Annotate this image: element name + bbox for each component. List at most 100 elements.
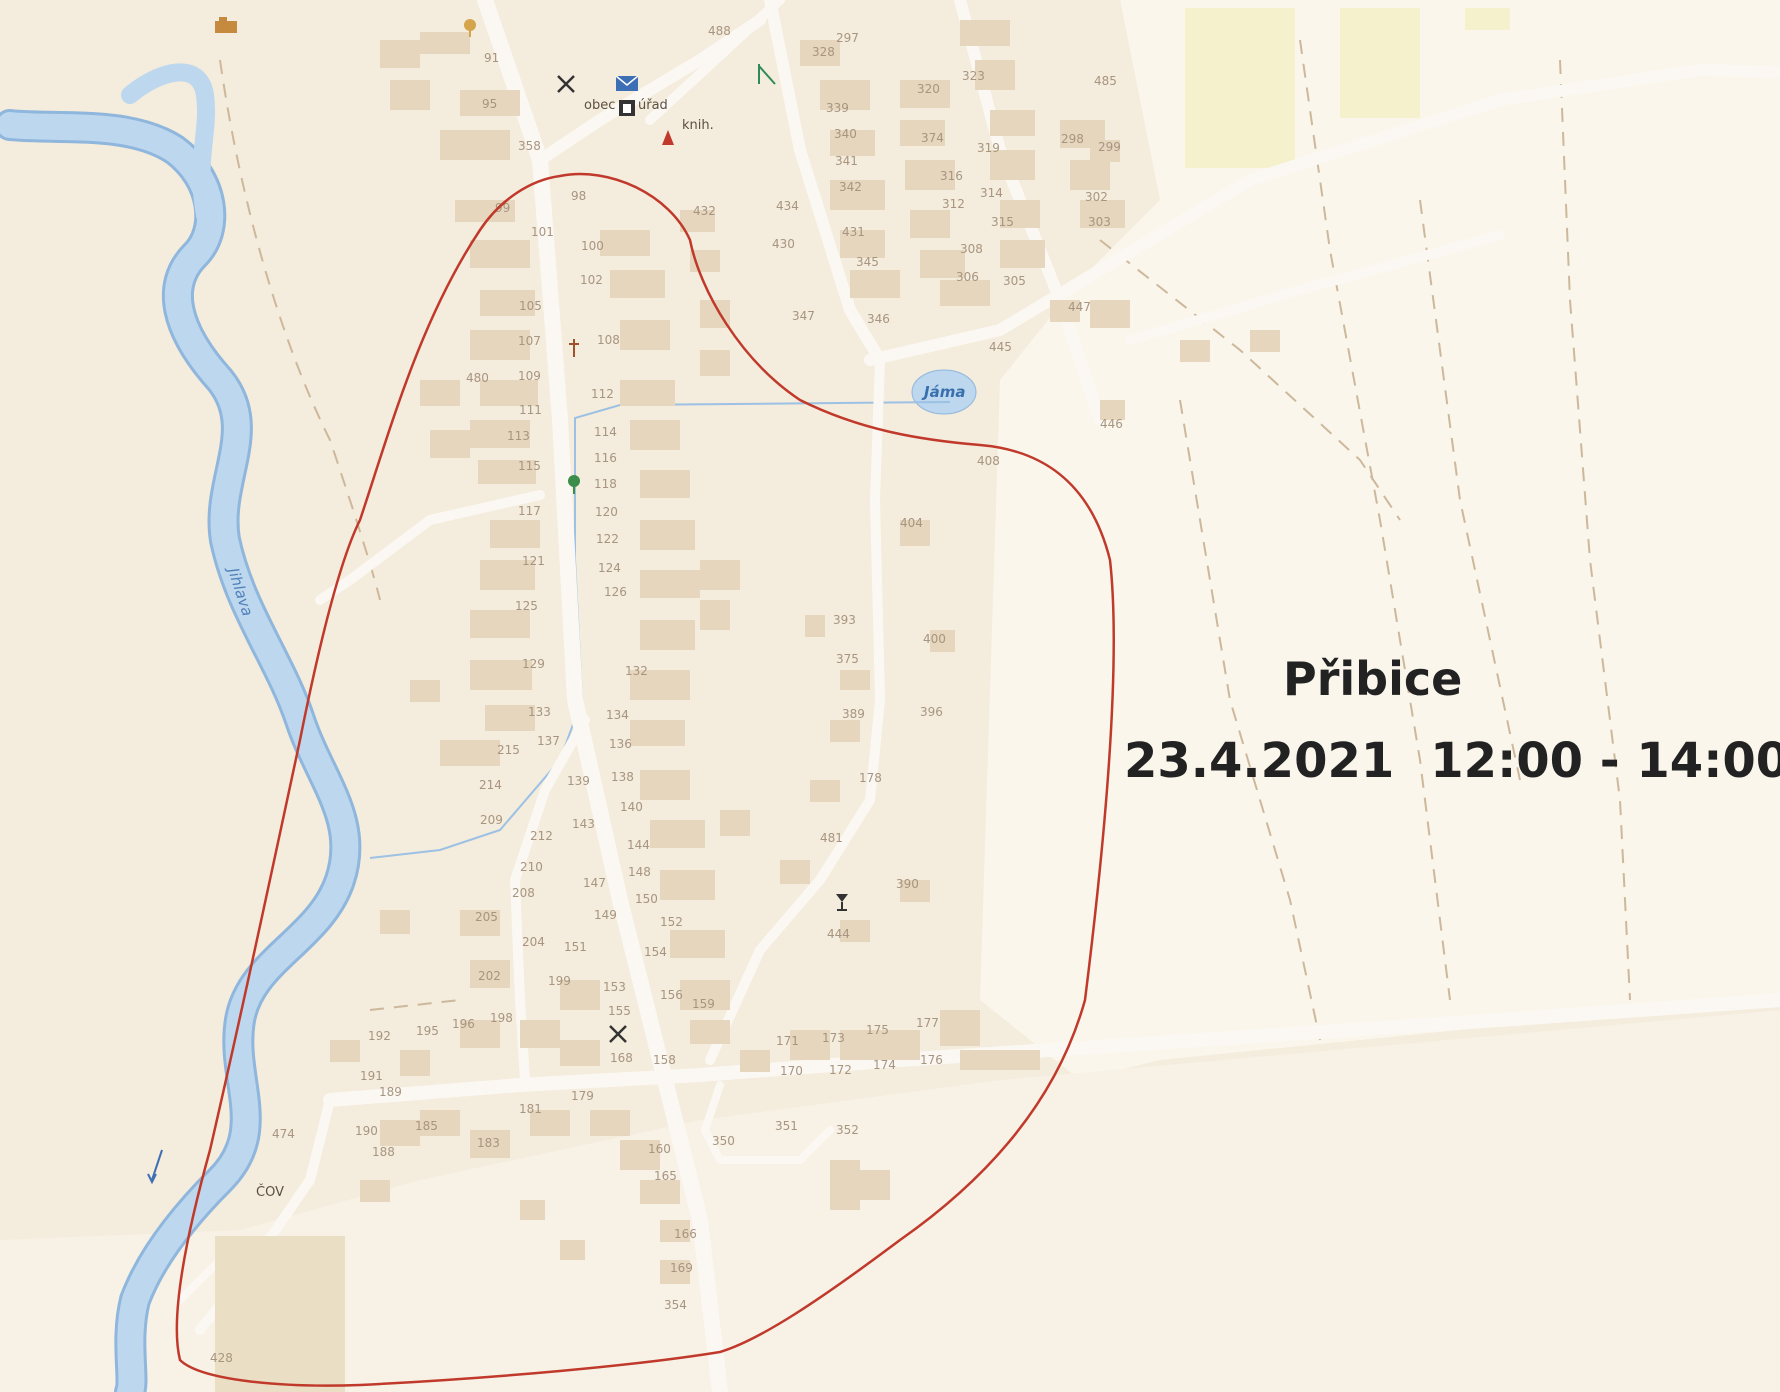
svg-text:432: 432	[693, 204, 716, 218]
svg-text:172: 172	[829, 1063, 852, 1077]
svg-text:205: 205	[475, 910, 498, 924]
obec-label: obec	[584, 98, 615, 113]
town-title: Přibice	[1283, 652, 1463, 706]
svg-text:474: 474	[272, 1127, 295, 1141]
svg-text:445: 445	[989, 340, 1012, 354]
svg-text:132: 132	[625, 664, 648, 678]
event-datetime: 23.4.2021 12:00 - 14:00	[1124, 733, 1780, 789]
event-area-boundary	[175, 172, 1116, 1387]
svg-text:156: 156	[660, 988, 683, 1002]
bar-icon[interactable]	[836, 894, 848, 911]
svg-text:129: 129	[522, 657, 545, 671]
roads	[176, 0, 1780, 1392]
svg-text:176: 176	[920, 1053, 943, 1067]
svg-text:144: 144	[627, 838, 650, 852]
post-office-icon[interactable]	[615, 75, 639, 91]
svg-text:358: 358	[518, 139, 541, 153]
svg-text:306: 306	[956, 270, 979, 284]
event-time: 12:00 - 14:00	[1430, 733, 1780, 789]
svg-text:396: 396	[920, 705, 943, 719]
urad-label: úřad	[638, 98, 668, 113]
svg-text:121: 121	[522, 554, 545, 568]
playground-icon[interactable]	[758, 64, 776, 85]
library-icon[interactable]	[662, 130, 674, 145]
river-flow-arrow-icon	[147, 1149, 163, 1185]
svg-text:174: 174	[873, 1058, 896, 1072]
svg-text:342: 342	[839, 180, 862, 194]
svg-text:303: 303	[1088, 215, 1111, 229]
wine-cellar-icon[interactable]	[464, 19, 476, 37]
svg-text:305: 305	[1003, 274, 1026, 288]
svg-text:298: 298	[1061, 132, 1084, 146]
svg-text:168: 168	[610, 1051, 633, 1065]
svg-text:126: 126	[604, 585, 627, 599]
svg-text:124: 124	[598, 561, 621, 575]
svg-text:319: 319	[977, 141, 1000, 155]
river-jihlava	[0, 63, 362, 1392]
svg-text:199: 199	[548, 974, 571, 988]
svg-text:147: 147	[583, 876, 606, 890]
svg-text:408: 408	[977, 454, 1000, 468]
svg-text:340: 340	[834, 127, 857, 141]
svg-text:189: 189	[379, 1085, 402, 1099]
svg-text:169: 169	[670, 1261, 693, 1275]
restaurant-icon[interactable]	[557, 75, 575, 93]
svg-text:154: 154	[644, 945, 667, 959]
svg-text:323: 323	[962, 69, 985, 83]
svg-text:102: 102	[580, 273, 603, 287]
svg-text:428: 428	[210, 1351, 233, 1365]
svg-text:488: 488	[708, 24, 731, 38]
svg-text:99: 99	[495, 201, 510, 215]
svg-text:312: 312	[942, 197, 965, 211]
svg-text:480: 480	[466, 371, 489, 385]
svg-text:183: 183	[477, 1136, 500, 1150]
svg-text:191: 191	[360, 1069, 383, 1083]
svg-text:192: 192	[368, 1029, 391, 1043]
svg-text:347: 347	[792, 309, 815, 323]
pond-label: Jáma	[921, 383, 965, 401]
memorial-tree-icon[interactable]	[568, 475, 580, 494]
svg-text:151: 151	[564, 940, 587, 954]
svg-text:155: 155	[608, 1004, 631, 1018]
svg-text:122: 122	[596, 532, 619, 546]
museum-icon[interactable]	[215, 17, 237, 33]
svg-text:328: 328	[812, 45, 835, 59]
svg-text:393: 393	[833, 613, 856, 627]
svg-text:404: 404	[900, 516, 923, 530]
svg-text:159: 159	[692, 997, 715, 1011]
svg-text:98: 98	[571, 189, 586, 203]
svg-text:117: 117	[518, 504, 541, 518]
event-date: 23.4.2021	[1124, 733, 1395, 789]
library-label: knih.	[682, 118, 714, 133]
svg-text:115: 115	[518, 459, 541, 473]
svg-text:138: 138	[611, 770, 634, 784]
field-paths	[219, 39, 1631, 1041]
svg-text:158: 158	[653, 1053, 676, 1067]
svg-text:302: 302	[1085, 190, 1108, 204]
svg-text:136: 136	[609, 737, 632, 751]
svg-text:389: 389	[842, 707, 865, 721]
svg-text:339: 339	[826, 101, 849, 115]
svg-text:113: 113	[507, 429, 530, 443]
svg-text:400: 400	[923, 632, 946, 646]
svg-text:160: 160	[648, 1142, 671, 1156]
svg-text:444: 444	[827, 927, 850, 941]
town-hall-icon[interactable]	[619, 100, 635, 116]
svg-text:431: 431	[842, 225, 865, 239]
svg-text:351: 351	[775, 1119, 798, 1133]
svg-text:109: 109	[518, 369, 541, 383]
svg-text:320: 320	[917, 82, 940, 96]
svg-text:101: 101	[531, 225, 554, 239]
svg-text:481: 481	[820, 831, 843, 845]
svg-text:125: 125	[515, 599, 538, 613]
cross-icon[interactable]	[569, 339, 579, 357]
svg-text:297: 297	[836, 31, 859, 45]
svg-text:195: 195	[416, 1024, 439, 1038]
svg-text:112: 112	[591, 387, 614, 401]
svg-text:116: 116	[594, 451, 617, 465]
restaurant-icon[interactable]	[609, 1025, 627, 1043]
svg-text:166: 166	[674, 1227, 697, 1241]
svg-text:148: 148	[628, 865, 651, 879]
